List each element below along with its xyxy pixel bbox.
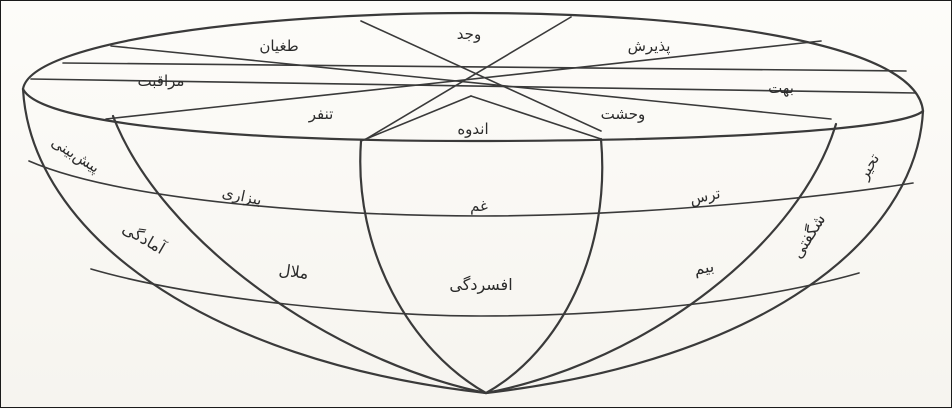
label-tahayyor: تحیر (854, 150, 883, 183)
label-tarsi: ترس (688, 184, 722, 208)
andoh-cap-right (471, 96, 601, 139)
label-shegefti: شگفتی (787, 210, 829, 261)
meridian-left-inner (360, 141, 486, 393)
label-andoh: اندوه (457, 120, 488, 138)
label-bizari: بیزاری (221, 183, 264, 209)
label-malal: ملال (278, 260, 310, 283)
label-afsordegi: افسردگی (449, 275, 512, 295)
spoke-4 (63, 63, 906, 71)
label-vahshat: وحشت (601, 105, 646, 123)
label-amadegi: آمادگی (119, 219, 170, 259)
label-tanaffor: تنفر (308, 105, 334, 123)
meridian-right-inner (486, 139, 602, 393)
meridian-right-outer (486, 124, 836, 393)
label-moraghebat: مراقبت (138, 72, 185, 90)
meridian-left-outer (113, 116, 486, 393)
label-boht: بهت (768, 79, 794, 97)
label-toghyan: طغیان (259, 37, 298, 55)
andoh-cap-left (361, 96, 471, 141)
label-bim: بیم (693, 256, 716, 278)
label-wajd: وجد (457, 25, 481, 43)
label-gham: غم (470, 197, 488, 215)
label-pazirish: پذیرش (628, 37, 671, 56)
